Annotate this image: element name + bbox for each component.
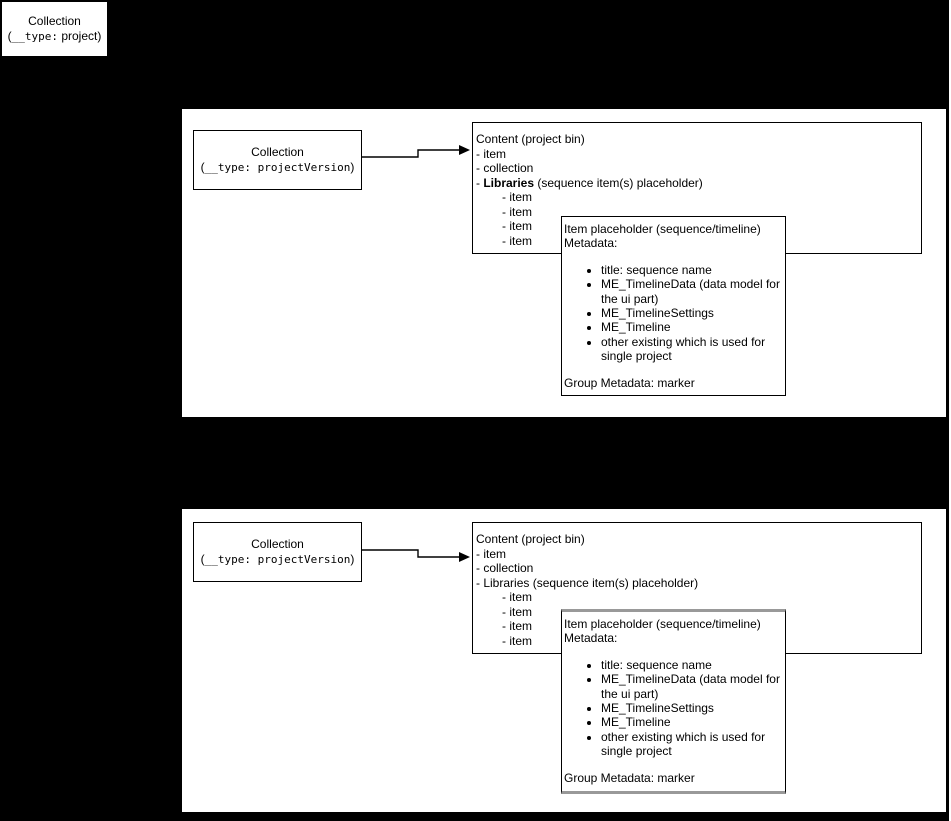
- collection-version-node-1[interactable]: Collection (__type: projectVersion): [193, 130, 362, 190]
- item-title: Item placeholder (sequence/timeline): [564, 617, 761, 631]
- diagram-page-2[interactable]: Collection (__type: projectVersion) Cont…: [181, 508, 947, 813]
- content-row-libraries: - Libraries (sequence item(s) placeholde…: [476, 175, 703, 190]
- content-sub-row: - item: [502, 604, 532, 619]
- content-sub-row: - item: [502, 590, 532, 604]
- content-title: Content (project bin): [476, 132, 585, 146]
- item-subtitle: Metadata:: [564, 631, 618, 646]
- collection-project-node[interactable]: Collection (__type: project): [1, 1, 108, 57]
- content-sub-row: - item: [502, 633, 532, 648]
- metadata-list: title: sequence name ME_TimelineData (da…: [564, 658, 783, 759]
- node-title: Collection: [251, 145, 304, 159]
- metadata-item: other existing which is used for single …: [601, 335, 783, 364]
- content-row-libraries: - Libraries (sequence item(s) placeholde…: [476, 575, 699, 590]
- metadata-item: ME_TimelineSettings: [601, 701, 783, 715]
- content-sub-row: - item: [502, 619, 532, 633]
- metadata-item: title: sequence name: [601, 263, 783, 277]
- item-title: Item placeholder (sequence/timeline): [564, 222, 761, 236]
- content-row: - collection: [476, 561, 534, 575]
- content-sub-row: - item: [502, 219, 532, 233]
- metadata-item: ME_TimelineSettings: [601, 306, 783, 320]
- item-footer: Group Metadata: marker: [564, 375, 695, 390]
- metadata-item: other existing which is used for single …: [601, 730, 783, 759]
- content-row: - collection: [476, 161, 534, 175]
- node-subtype: (__type: projectVersion): [200, 160, 355, 174]
- item-placeholder-node-2[interactable]: Item placeholder (sequence/timeline) Met…: [561, 609, 786, 794]
- content-sub-row: - item: [502, 204, 532, 219]
- metadata-item: ME_TimelineData (data model for the ui p…: [601, 277, 783, 306]
- node-subtype: (__type: projectVersion): [200, 552, 355, 566]
- content-sub-row: - item: [502, 233, 532, 248]
- diagram-page-1[interactable]: Collection (__type: projectVersion) Cont…: [181, 108, 947, 418]
- metadata-item: ME_Timeline: [601, 320, 783, 334]
- arrow-connector-icon[interactable]: [360, 139, 472, 169]
- scrollbar-track[interactable]: [947, 0, 951, 821]
- metadata-list: title: sequence name ME_TimelineData (da…: [564, 263, 783, 364]
- item-footer: Group Metadata: marker: [564, 770, 695, 785]
- node-title: Collection: [251, 537, 304, 551]
- item-subtitle: Metadata:: [564, 236, 618, 251]
- content-sub-row: - item: [502, 190, 532, 204]
- content-row: - item: [476, 546, 506, 561]
- content-title: Content (project bin): [476, 532, 585, 546]
- item-placeholder-node-1[interactable]: Item placeholder (sequence/timeline) Met…: [561, 216, 786, 396]
- metadata-item: title: sequence name: [601, 658, 783, 672]
- collection-version-node-2[interactable]: Collection (__type: projectVersion): [193, 522, 362, 582]
- metadata-item: ME_TimelineData (data model for the ui p…: [601, 672, 783, 701]
- arrow-connector-icon[interactable]: [360, 539, 472, 569]
- metadata-item: ME_Timeline: [601, 715, 783, 729]
- node-subtype: (__type: project): [7, 29, 102, 43]
- node-title: Collection: [28, 14, 81, 28]
- content-row: - item: [476, 146, 506, 161]
